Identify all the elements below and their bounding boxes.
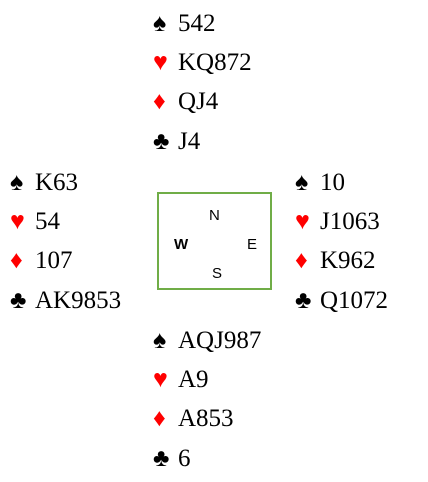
diamond-icon: ♦ [295, 247, 308, 274]
compass-box: N W E S [157, 192, 272, 290]
south-spades-cards: AQJ987 [178, 327, 262, 354]
spade-icon: ♠ [10, 169, 24, 196]
west-clubs-row: ♣ AK9853 [10, 284, 121, 318]
heart-icon: ♥ [153, 366, 168, 393]
south-clubs-row: ♣6 [153, 442, 191, 476]
compass-north-label: N [209, 207, 220, 224]
south-clubs-cards: 6 [178, 445, 191, 472]
east-spades-cards: 10 [320, 169, 345, 196]
south-diamonds-cards: A853 [178, 405, 234, 432]
heart-icon: ♥ [10, 208, 25, 235]
north-spades-cards: 542 [178, 10, 216, 37]
north-clubs-row: ♣ J4 [153, 125, 200, 159]
north-hearts-cards: KQ872 [178, 49, 252, 76]
heart-icon: ♥ [153, 49, 168, 76]
compass-south-label: S [212, 265, 223, 282]
south-diamonds-row: ♦ A853 [153, 402, 234, 436]
compass-west-label: W [174, 236, 189, 253]
west-clubs-cards: AK9853 [35, 287, 122, 314]
east-clubs-cards: Q1072 [320, 287, 389, 314]
west-diamonds-row: ♦ 107 [10, 244, 73, 278]
east-hearts-cards: J1063 [320, 208, 380, 235]
spade-icon: ♠ [153, 10, 167, 37]
heart-icon: ♥ [295, 208, 310, 235]
club-icon: ♣ [10, 287, 27, 314]
compass-east-label: E [247, 236, 258, 253]
club-icon: ♣ [295, 287, 312, 314]
west-diamonds-cards: 107 [35, 247, 73, 274]
east-clubs-row: ♣ Q1072 [295, 284, 388, 318]
south-spades-row: ♠ AQJ987 [153, 324, 261, 358]
diamond-icon: ♦ [153, 405, 166, 432]
south-hearts-cards: A9 [178, 366, 209, 393]
east-diamonds-cards: K962 [320, 247, 376, 274]
diamond-icon: ♦ [153, 88, 166, 115]
spade-icon: ♠ [153, 327, 167, 354]
club-icon: ♣ [153, 445, 170, 472]
east-diamonds-row: ♦ K962 [295, 244, 376, 278]
west-spades-cards: K63 [35, 169, 79, 196]
east-spades-row: ♠ 10 [295, 166, 345, 200]
west-hearts-row: ♥ 54 [10, 205, 60, 239]
diamond-icon: ♦ [10, 247, 23, 274]
north-clubs-cards: J4 [178, 128, 201, 155]
north-hearts-row: ♥ KQ872 [153, 46, 252, 80]
west-hearts-cards: 54 [35, 208, 60, 235]
south-hearts-row: ♥ A9 [153, 363, 209, 397]
north-diamonds-row: ♦ QJ4 [153, 85, 218, 119]
west-spades-row: ♠ K63 [10, 166, 78, 200]
club-icon: ♣ [153, 128, 170, 155]
north-spades-row: ♠ 542 [153, 7, 216, 41]
spade-icon: ♠ [295, 169, 309, 196]
east-hearts-row: ♥ J1063 [295, 205, 380, 239]
north-diamonds-cards: QJ4 [178, 88, 219, 115]
